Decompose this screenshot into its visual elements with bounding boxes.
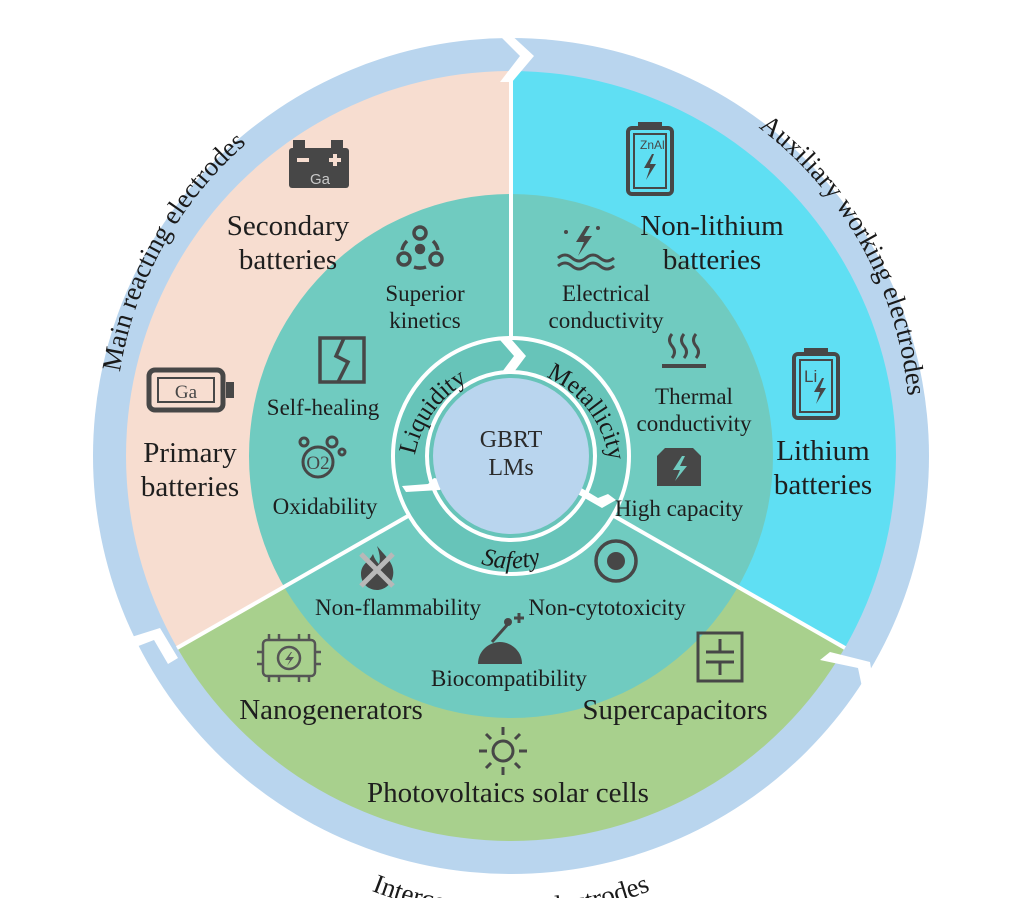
primary-ga-text: Ga [175,382,198,403]
separator-left [176,514,409,650]
electrical-conductivity-line2: conductivity [548,308,664,334]
high-capacity-label: High capacity [614,496,744,521]
label-safety: Safety [479,543,543,574]
secondary-ga-text: Ga [310,171,331,188]
biocompatibility-label: Biocompatibility [431,666,587,691]
self-healing-label: Self-healing [266,395,380,420]
cell-icon [594,539,638,583]
inner-chevron-top [500,340,526,372]
superior-kinetics-label: Superior kinetics [385,280,464,334]
zn-al-battery-icon: Zn Al [626,122,674,196]
photovoltaics-label: Photovoltaics solar cells [367,777,649,809]
center-disc [433,378,589,534]
superior-kinetics-line2: kinetics [389,308,461,334]
inner-chevron-left [402,478,446,492]
al-text: Al [654,138,665,152]
primary-batteries-line1: Primary [143,437,237,469]
non-lithium-batteries-line1: Non-lithium [640,210,784,242]
charge-box-icon [657,448,701,486]
ring-chevron-left [122,628,178,664]
li-battery-icon: Li [792,348,840,420]
secondary-batteries-line1: Secondary [226,210,350,242]
center-label: GBRT LMs [480,426,543,483]
lithium-batteries-line2: batteries [773,469,873,502]
thermal-conductivity-line1: Thermal [655,384,733,409]
non-lithium-batteries-line2: batteries [662,244,762,277]
oxidability-label: Oxidability [272,494,378,519]
secondary-batteries-label: Secondary batteries [227,209,349,277]
atom-cycle-icon [396,225,444,270]
separator-right [613,514,846,650]
ring-chevron-top [496,32,534,82]
car-battery-icon: Ga [289,140,349,188]
non-cytotoxicity-label: Non-cytotoxicity [528,595,686,620]
lithium-batteries-label: Lithium batteries [774,434,872,502]
sun-icon [479,727,527,775]
inner-chevron-right [574,486,616,508]
broken-tile-icon [318,336,366,384]
thermal-conductivity-line2: conductivity [636,411,752,437]
thermal-conductivity-label: Thermal conductivity [637,383,752,437]
electrical-conductivity-label: Electrical conductivity [549,280,664,334]
capacitor-icon [696,631,744,683]
no-fire-icon [359,546,395,590]
non-lithium-batteries-label: Non-lithium batteries [640,209,783,277]
superior-kinetics-line1: Superior [385,281,465,306]
secondary-batteries-line2: batteries [238,244,338,277]
lightning-water-icon [557,226,615,271]
biocompat-icon [478,613,524,664]
oxygen-bubble-icon: O2 [298,435,347,479]
li-text: Li [804,367,817,386]
ga-battery-icon: Ga [146,367,234,413]
supercapacitors-label: Supercapacitors [582,694,768,726]
ring-chevron-right [820,652,876,706]
o2-text: O2 [306,453,329,474]
center-line1: GBRT [479,427,543,453]
primary-batteries-label: Primary batteries [141,436,239,504]
primary-batteries-line2: batteries [140,471,240,504]
non-flammability-label: Non-flammability [314,595,482,620]
electrical-conductivity-line1: Electrical [561,281,651,306]
heat-waves-icon [662,333,706,368]
center-line2: LMs [488,455,534,482]
generator-chip-icon [257,634,321,682]
lithium-batteries-line1: Lithium [776,435,870,467]
zn-text: Zn [640,138,654,152]
nanogenerators-label: Nanogenerators [239,694,423,726]
